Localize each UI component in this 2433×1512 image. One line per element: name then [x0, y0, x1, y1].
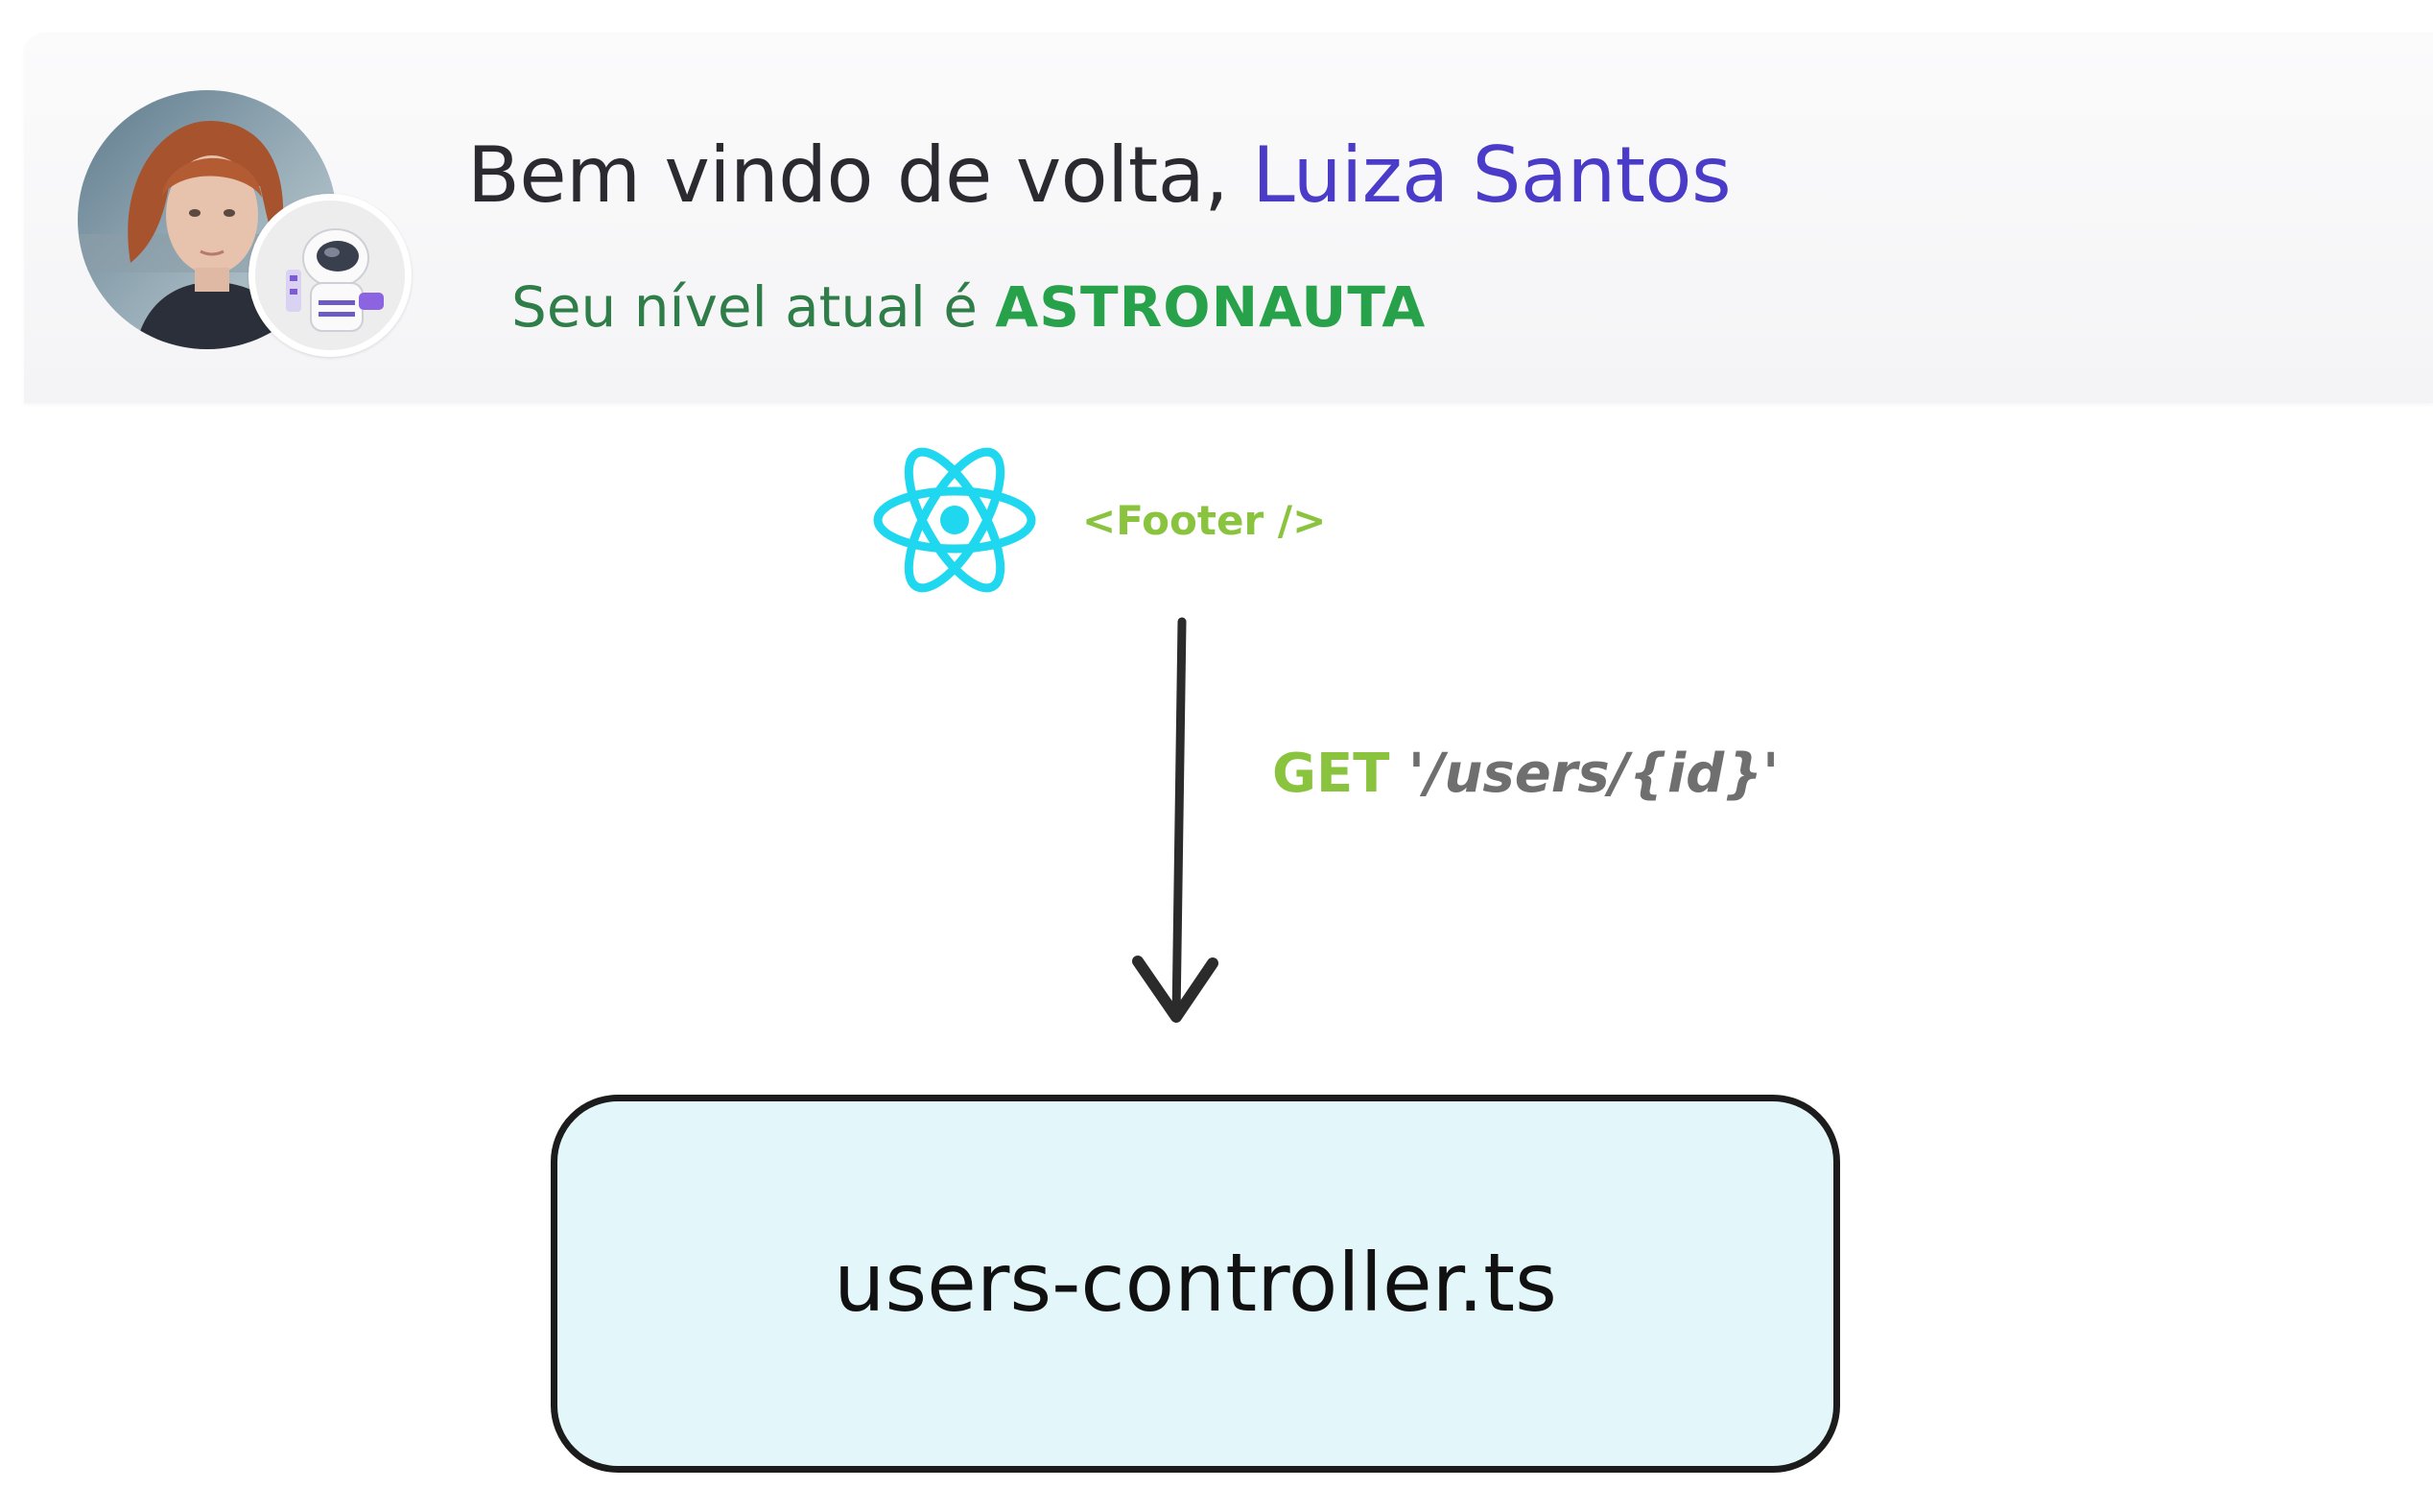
controller-node: users-controller.ts	[551, 1095, 1840, 1473]
welcome-greeting: Bem vindo de volta, Luiza Santos	[467, 130, 1732, 220]
controller-label: users-controller.ts	[834, 1236, 1557, 1330]
level-name: ASTRONAUTA	[995, 274, 1427, 340]
request-method: GET	[1272, 743, 1390, 805]
astronaut-icon	[255, 201, 405, 350]
level-prefix: Seu nível atual é	[511, 274, 996, 340]
react-logo-icon	[873, 447, 1036, 593]
source-component-label: <Footer />	[1082, 497, 1327, 544]
request-arrow	[1132, 617, 1218, 1023]
level-line: Seu nível atual é ASTRONAUTA	[511, 274, 1426, 340]
request-label: GET '/users/{id}'	[1272, 743, 1779, 805]
level-badge	[248, 194, 412, 357]
welcome-card-screenshot: Bem vindo de volta, Luiza Santos Seu nív…	[24, 33, 2433, 403]
greeting-prefix: Bem vindo de volta,	[467, 130, 1253, 220]
request-route: '/users/{id}'	[1389, 743, 1780, 805]
user-name: Luiza Santos	[1252, 130, 1732, 220]
